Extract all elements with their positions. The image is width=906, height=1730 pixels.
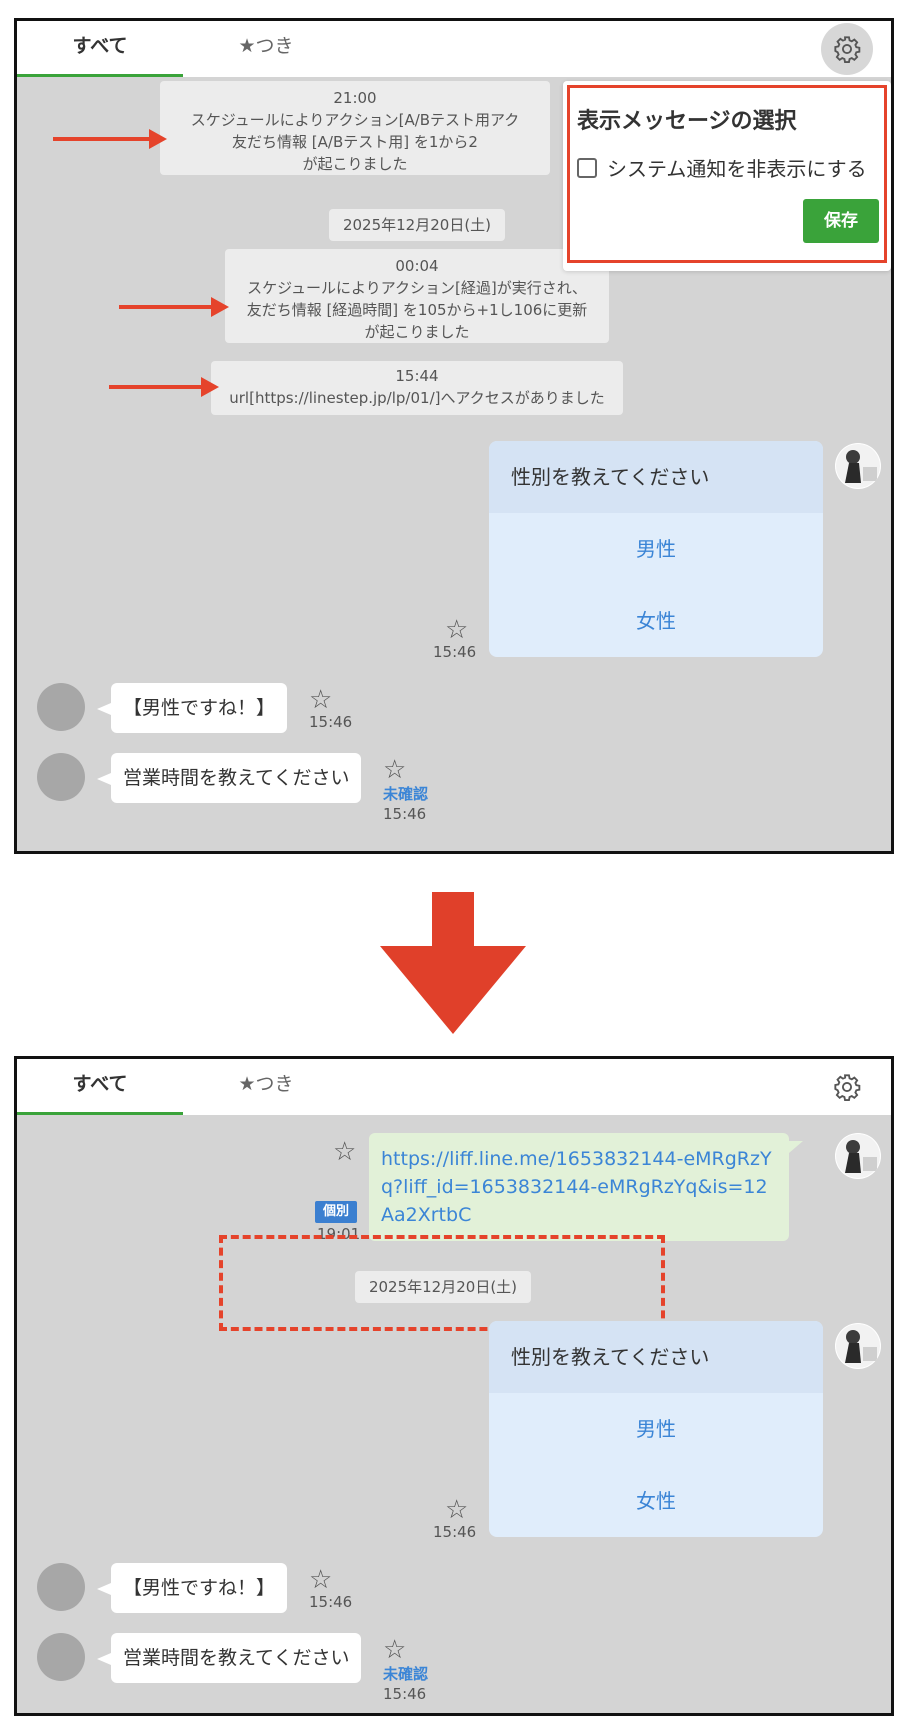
system-message-text: 友だち情報 [経過時間] を105から+1し106に更新 <box>246 301 588 319</box>
avatar <box>37 683 85 731</box>
gear-icon <box>834 1074 861 1101</box>
star-icon[interactable]: ☆ <box>383 1635 407 1665</box>
save-button[interactable]: 保存 <box>803 199 879 243</box>
star-icon[interactable]: ☆ <box>383 755 407 785</box>
message-time: 15:46 <box>433 643 477 661</box>
checkbox-label: システム通知を非表示にする <box>607 157 867 181</box>
url-message[interactable]: https://liff.line.me/1653832144-eMRgRzYq… <box>369 1133 803 1241</box>
popup-title: 表示メッセージの選択 <box>577 109 797 134</box>
message-filter-popup: 表示メッセージの選択 システム通知を非表示にする 保存 <box>563 81 891 271</box>
unread-status: 未確認 <box>383 785 429 803</box>
star-icon[interactable]: ☆ <box>445 1495 469 1525</box>
message-bubble: 【男性ですね！】 <box>96 1563 288 1613</box>
star-icon[interactable]: ☆ <box>309 1565 333 1595</box>
annotation-arrow <box>119 297 229 317</box>
system-message-text: url[https://linestep.jp/lp/01/]へアクセスがありま… <box>229 389 605 407</box>
system-message-text: スケジュールによりアクション[A/Bテスト用アク <box>190 111 520 129</box>
unread-status: 未確認 <box>383 1665 429 1683</box>
highlight-box <box>567 85 887 263</box>
avatar <box>835 1133 881 1179</box>
question-title: 性別を教えてください <box>489 441 823 513</box>
system-message-time: 21:00 <box>333 89 377 107</box>
date-separator: 2025年12月20日(土) <box>329 209 505 241</box>
system-message-text: が起こりました <box>364 323 470 341</box>
avatar <box>835 1323 881 1369</box>
message-bubble: 【男性ですね！】 <box>96 683 288 733</box>
down-arrow-icon <box>380 892 526 1034</box>
tab-all[interactable]: すべて <box>17 1059 183 1115</box>
message-time: 15:46 <box>433 1523 477 1541</box>
star-icon[interactable]: ☆ <box>445 615 469 645</box>
system-message-text: 友だち情報 [A/Bテスト用] を1から2 <box>232 133 478 151</box>
tab-bar: すべて ★つき <box>17 1059 891 1115</box>
date-separator: 2025年12月20日(土) <box>355 1271 531 1303</box>
star-icon[interactable]: ☆ <box>309 685 333 715</box>
message-time: 15:46 <box>309 1593 353 1611</box>
chat-panel-after: すべて ★つき ☆ 個別 19:01 https://liff.line.me/… <box>14 1056 894 1716</box>
question-title: 性別を教えてください <box>489 1321 823 1393</box>
settings-button[interactable] <box>821 1061 873 1113</box>
system-message-time: 15:44 <box>395 367 439 385</box>
option-female[interactable]: 女性 <box>636 609 676 633</box>
avatar <box>835 443 881 489</box>
annotation-arrow <box>53 129 167 149</box>
avatar <box>37 1563 85 1611</box>
question-card: 性別を教えてください 男性 女性 <box>489 1321 823 1537</box>
message-bubble: 営業時間を教えてください <box>96 753 362 803</box>
message-time: 15:46 <box>383 805 427 823</box>
message-bubble: 営業時間を教えてください <box>96 1633 362 1683</box>
hide-system-notices-option[interactable]: システム通知を非表示にする <box>577 153 867 182</box>
settings-button[interactable] <box>821 23 873 75</box>
avatar <box>37 1633 85 1681</box>
avatar <box>37 753 85 801</box>
option-male[interactable]: 男性 <box>636 537 676 561</box>
chat-panel-before: すべて ★つき 21:00 スケジュールによりアクション[A/Bテスト用アク 友… <box>14 18 894 854</box>
system-message-text: スケジュールによりアクション[経過]が実行され、 <box>247 279 587 297</box>
option-female[interactable]: 女性 <box>636 1489 676 1513</box>
tab-starred[interactable]: ★つき <box>238 35 294 57</box>
system-message: 00:04 スケジュールによりアクション[経過]が実行され、 友だち情報 [経過… <box>225 249 609 343</box>
option-male[interactable]: 男性 <box>636 1417 676 1441</box>
annotation-arrow <box>109 377 219 397</box>
system-message-text: が起こりました <box>302 155 408 173</box>
message-time: 15:46 <box>383 1685 427 1703</box>
gear-icon <box>834 36 861 63</box>
message-time: 15:46 <box>309 713 353 731</box>
tab-bar: すべて ★つき <box>17 21 891 77</box>
individual-badge: 個別 <box>315 1201 357 1223</box>
question-card: 性別を教えてください 男性 女性 <box>489 441 823 657</box>
checkbox[interactable] <box>577 157 597 178</box>
highlight-box <box>219 1235 665 1331</box>
tab-starred[interactable]: ★つき <box>238 1073 294 1095</box>
system-message-time: 00:04 <box>395 257 439 275</box>
system-message: 21:00 スケジュールによりアクション[A/Bテスト用アク 友だち情報 [A/… <box>160 81 550 175</box>
star-icon[interactable]: ☆ <box>333 1137 357 1167</box>
system-message: 15:44 url[https://linestep.jp/lp/01/]へアク… <box>211 361 623 415</box>
tab-all[interactable]: すべて <box>17 21 183 77</box>
